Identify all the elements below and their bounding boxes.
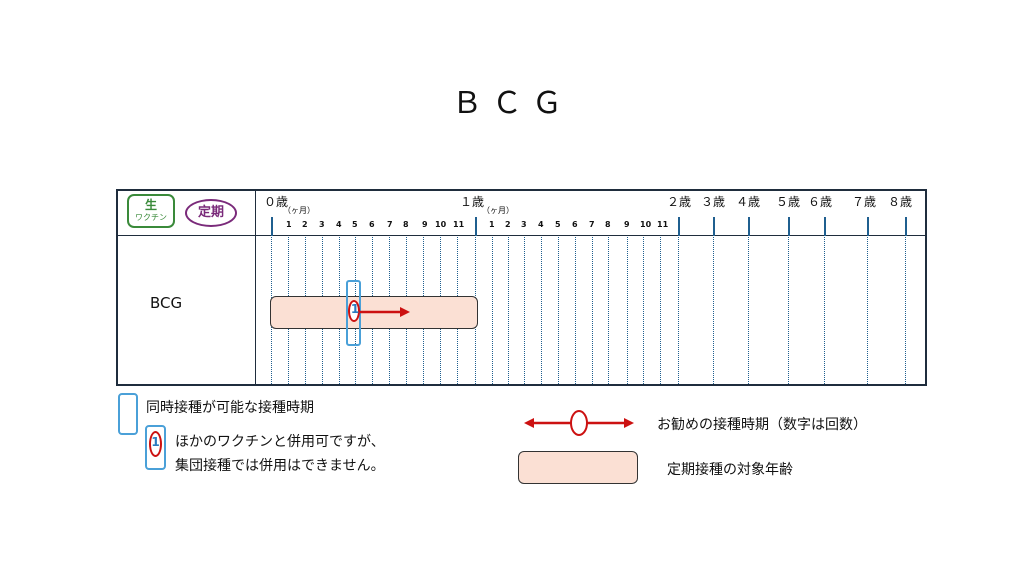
legend-eligible-swatch: [518, 451, 638, 484]
legend-separate-text-line2: 集団接種では併用はできません。: [175, 458, 385, 474]
legend-recommended-arrow: [524, 410, 634, 436]
month-label: 3: [319, 220, 325, 229]
age-tick: [678, 217, 680, 236]
month-label: 5: [352, 220, 358, 229]
age-label-1: １歳: [460, 195, 485, 209]
recommended-dose-marker: [348, 300, 360, 322]
month-label: 3: [521, 220, 527, 229]
age-label-4: ４歳: [736, 195, 761, 209]
month-label: 10: [435, 220, 447, 229]
month-label: 6: [369, 220, 375, 229]
grid-line: [541, 237, 542, 384]
grid-line: [788, 237, 789, 384]
eligible-age-bar: [270, 296, 478, 329]
grid-line: [824, 237, 825, 384]
legend-separate-swatch: [145, 425, 166, 470]
month-label: 9: [624, 220, 630, 229]
month-label: 4: [538, 220, 544, 229]
month-label: 11: [453, 220, 465, 229]
live-vaccine-badge-main: 生: [144, 198, 157, 212]
age-tick: [824, 217, 826, 236]
legend-separate-marker: [149, 431, 162, 457]
month-label: 8: [403, 220, 409, 229]
regular-vaccination-badge: 定期: [185, 199, 237, 227]
live-vaccine-badge-sub: ワクチン: [135, 213, 167, 222]
month-label: 7: [589, 220, 595, 229]
legend-eligible-text: 定期接種の対象年齢: [667, 462, 793, 478]
grid-line: [867, 237, 868, 384]
grid-line: [678, 237, 679, 384]
month-unit-label-year0: （ヶ月）: [283, 206, 315, 215]
month-label: 10: [640, 220, 652, 229]
legend-separate-text-line1: ほかのワクチンと併用可ですが、: [175, 434, 385, 450]
recommended-period-arrow: [360, 307, 410, 317]
month-label: 9: [422, 220, 428, 229]
grid-line: [643, 237, 644, 384]
month-label: 4: [336, 220, 342, 229]
legend-separate-number: 1: [151, 435, 160, 449]
page-title: ＢＣＧ: [452, 86, 572, 121]
month-unit-label-year1: （ヶ月）: [482, 206, 514, 215]
age-label-3: ３歳: [701, 195, 726, 209]
age-tick: [713, 217, 715, 236]
age-tick: [748, 217, 750, 236]
legend-simultaneous-swatch: [118, 393, 138, 435]
recommended-dose-number: 1: [350, 302, 360, 316]
schedule-table: [116, 189, 927, 386]
age-label-8: ８歳: [888, 195, 913, 209]
grid-line: [558, 237, 559, 384]
age-tick: [475, 217, 477, 236]
month-label: 2: [505, 220, 511, 229]
age-tick: [905, 217, 907, 236]
month-label: 1: [286, 220, 292, 229]
grid-line: [508, 237, 509, 384]
age-label-0: ０歳: [264, 195, 289, 209]
grid-line: [575, 237, 576, 384]
grid-line: [492, 237, 493, 384]
age-tick: [867, 217, 869, 236]
grid-line: [660, 237, 661, 384]
live-vaccine-badge: 生 ワクチン: [127, 194, 175, 228]
grid-line: [748, 237, 749, 384]
label-column-divider: [255, 189, 256, 386]
age-label-6: ６歳: [808, 195, 833, 209]
grid-line: [627, 237, 628, 384]
month-label: 8: [605, 220, 611, 229]
age-label-2: ２歳: [667, 195, 692, 209]
age-tick: [788, 217, 790, 236]
row-label-bcg: BCG: [150, 294, 183, 312]
age-tick: [271, 217, 273, 236]
legend-recommended-text: お勧めの接種時期（数字は回数）: [657, 417, 867, 433]
month-label: 2: [302, 220, 308, 229]
month-label: 1: [489, 220, 495, 229]
month-label: 11: [657, 220, 669, 229]
legend-simultaneous-text: 同時接種が可能な接種時期: [146, 400, 314, 416]
header-divider: [116, 235, 927, 236]
month-label: 5: [555, 220, 561, 229]
grid-line: [524, 237, 525, 384]
age-label-7: ７歳: [852, 195, 877, 209]
month-label: 7: [387, 220, 393, 229]
month-label: 6: [572, 220, 578, 229]
grid-line: [905, 237, 906, 384]
grid-line: [608, 237, 609, 384]
age-label-5: ５歳: [776, 195, 801, 209]
grid-line: [713, 237, 714, 384]
grid-line: [592, 237, 593, 384]
